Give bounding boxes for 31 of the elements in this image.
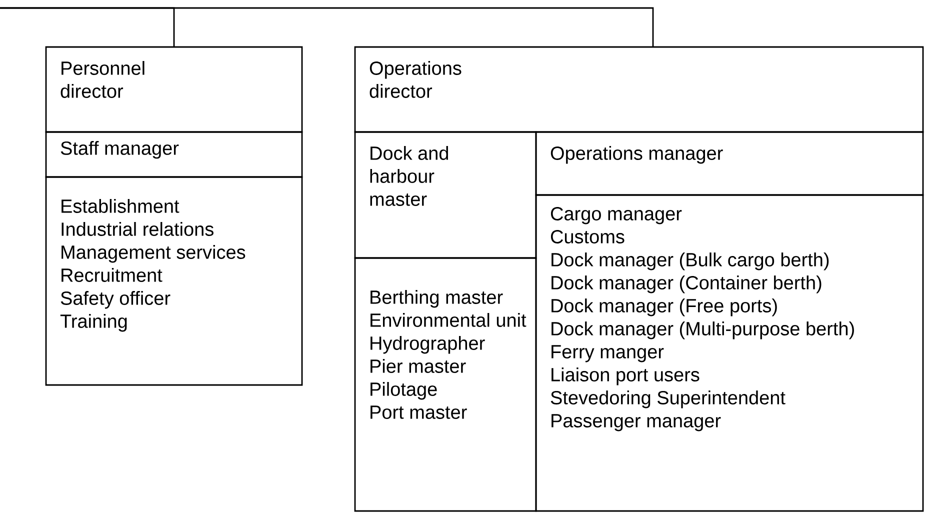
- list-item: Safety officer: [60, 291, 170, 309]
- list-box: [45, 176, 303, 386]
- list-item: Recruitment: [62, 268, 162, 282]
- list-item: Berthing master: [370, 290, 503, 308]
- list-item: Management services: [62, 245, 246, 263]
- list-item: Industrial relations: [62, 222, 214, 236]
- title-box: Staff manager: [45, 131, 303, 178]
- list-item: Liaison port users: [552, 368, 700, 386]
- title-box: Operations director: [354, 46, 924, 133]
- list-item: Hydrographer: [370, 336, 485, 354]
- list-item: Dock manager (Container berth): [552, 276, 822, 294]
- title-box: Personnel director: [45, 46, 303, 133]
- list-item: Ferry manger: [552, 345, 664, 362]
- list-item: Cargo manager: [550, 207, 682, 224]
- list-item: Passenger manager: [552, 414, 721, 432]
- list-item: Pilotage: [370, 382, 437, 400]
- list-item: Environmental unit: [370, 313, 526, 327]
- list-item: Port master: [370, 406, 467, 419]
- title-box: Dock and harbour master: [354, 131, 537, 259]
- list-item: Dock manager (Free ports): [552, 298, 777, 316]
- list-item: Training: [60, 314, 127, 332]
- list-item: Pier master: [370, 359, 466, 373]
- connector-line: [0, 7, 654, 47]
- list-item: Dock manager (Bulk cargo berth): [552, 252, 829, 270]
- title-box: Operations manager: [535, 131, 924, 196]
- list-item: Customs: [550, 230, 624, 244]
- list-item: Stevedoring Superintendent: [550, 390, 786, 408]
- list-box: [535, 194, 924, 512]
- list-item: Dock manager (Multi-purpose berth): [552, 322, 854, 340]
- list-box: [354, 257, 537, 512]
- list-item: Establishment: [62, 199, 180, 213]
